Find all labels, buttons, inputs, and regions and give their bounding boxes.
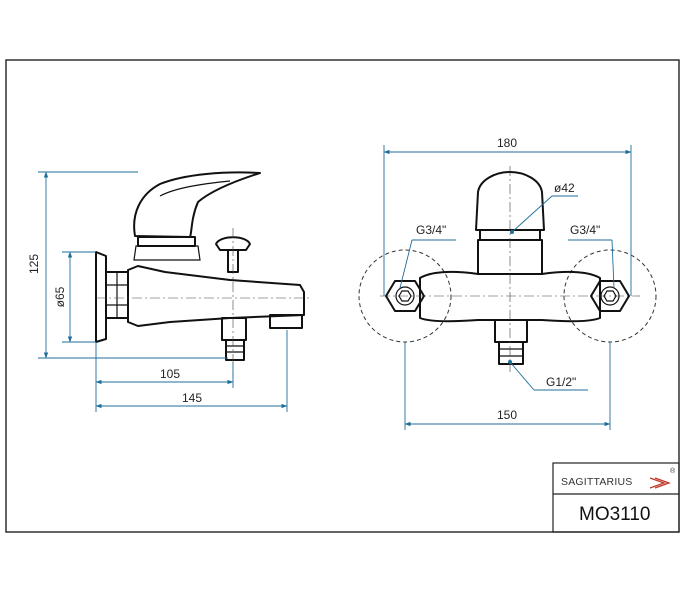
wall-flange	[95, 251, 107, 343]
centers-dimension-label: 150	[497, 408, 517, 422]
spout-outlet	[269, 314, 303, 329]
front-body	[419, 270, 601, 323]
right-hex-nut	[590, 280, 630, 312]
left-inlet-thread-label: G3/4"	[416, 223, 446, 237]
height-dimension-label: 125	[27, 254, 41, 274]
title-block: SAGITTARIUS ® MO3110	[552, 462, 680, 533]
left-hex-nut	[385, 280, 425, 312]
depth-dimension-105: 105	[160, 367, 180, 381]
drawing-border	[5, 59, 680, 533]
handle-diameter-label: ø42	[554, 181, 575, 195]
title-block-frame	[552, 462, 680, 533]
flange-diameter-label: ø65	[53, 286, 67, 307]
bottom-outlet	[494, 319, 528, 343]
front-view: 180 ø42 G3/4" G3/4" G1/2" 150	[358, 136, 657, 430]
brand-name: SAGITTARIUS	[561, 476, 632, 488]
right-inlet-thread-label: G3/4"	[570, 223, 600, 237]
side-view: 125 ø65 105 145	[27, 171, 312, 412]
diverter-knob	[215, 236, 251, 251]
shower-outlet	[221, 317, 247, 341]
cartridge-cap	[137, 236, 196, 247]
valve-body	[127, 265, 305, 327]
brand-logo-swoosh	[649, 477, 671, 489]
width-dimension-label: 180	[497, 136, 517, 150]
registered-mark: ®	[670, 467, 676, 475]
model-number: MO3110	[579, 504, 650, 525]
outlet-thread-label: G1/2"	[546, 375, 576, 389]
lever-handle	[133, 171, 261, 238]
depth-dimension-145: 145	[182, 391, 202, 405]
